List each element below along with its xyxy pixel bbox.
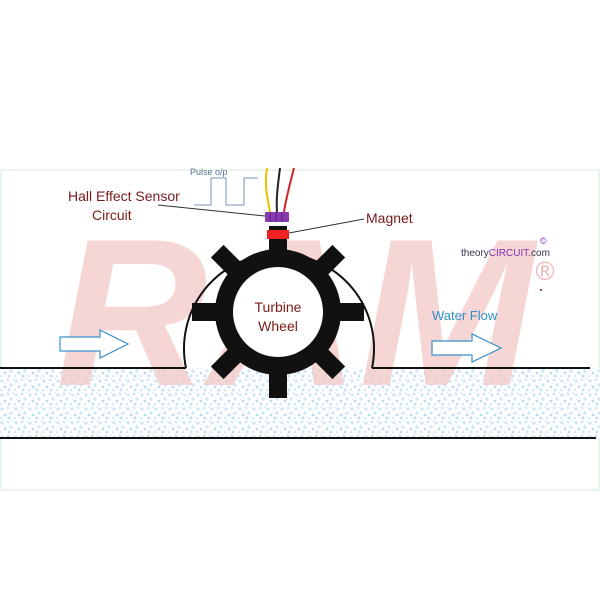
registered-mark: ®: [535, 256, 554, 286]
pipe-walls: [0, 367, 596, 439]
pulse-label: Pulse o/p: [190, 167, 228, 177]
pulse-waveform: [194, 177, 258, 206]
wheel-hub: [233, 267, 323, 357]
sensor-label-line2: Circuit: [92, 207, 132, 223]
hall-sensor: [265, 212, 289, 222]
wire-red: [283, 167, 295, 213]
magnet: [267, 230, 289, 239]
turbine-label-line1: Turbine: [255, 299, 302, 315]
flow-arrow-left: [59, 329, 130, 359]
diagram-frame: [0, 169, 600, 491]
wheel-tooth: [192, 303, 222, 321]
water-flow-label: Water Flow: [432, 308, 498, 323]
wire-yellow: [264, 167, 271, 213]
sensor-wires: [264, 167, 295, 213]
wheel-tooth: [269, 368, 287, 398]
sensor-pins: [269, 212, 283, 222]
stray-dot: [540, 289, 542, 291]
magnet-leader-line: [288, 218, 365, 234]
water-body: [0, 368, 600, 438]
brand-logo: theoryCIRCUIT.com: [461, 248, 550, 259]
turbine-wheel: [192, 226, 364, 398]
flow-arrow-right: [431, 333, 503, 363]
sensor-label-line1: Hall Effect Sensor: [68, 188, 180, 204]
turbine-label-line2: Wheel: [258, 318, 298, 334]
copyright-mark: ©: [540, 236, 547, 246]
wheel-tooth: [334, 303, 364, 321]
wire-black: [275, 167, 281, 213]
magnet-label: Magnet: [366, 210, 413, 226]
sensor-leader-line: [157, 204, 266, 217]
